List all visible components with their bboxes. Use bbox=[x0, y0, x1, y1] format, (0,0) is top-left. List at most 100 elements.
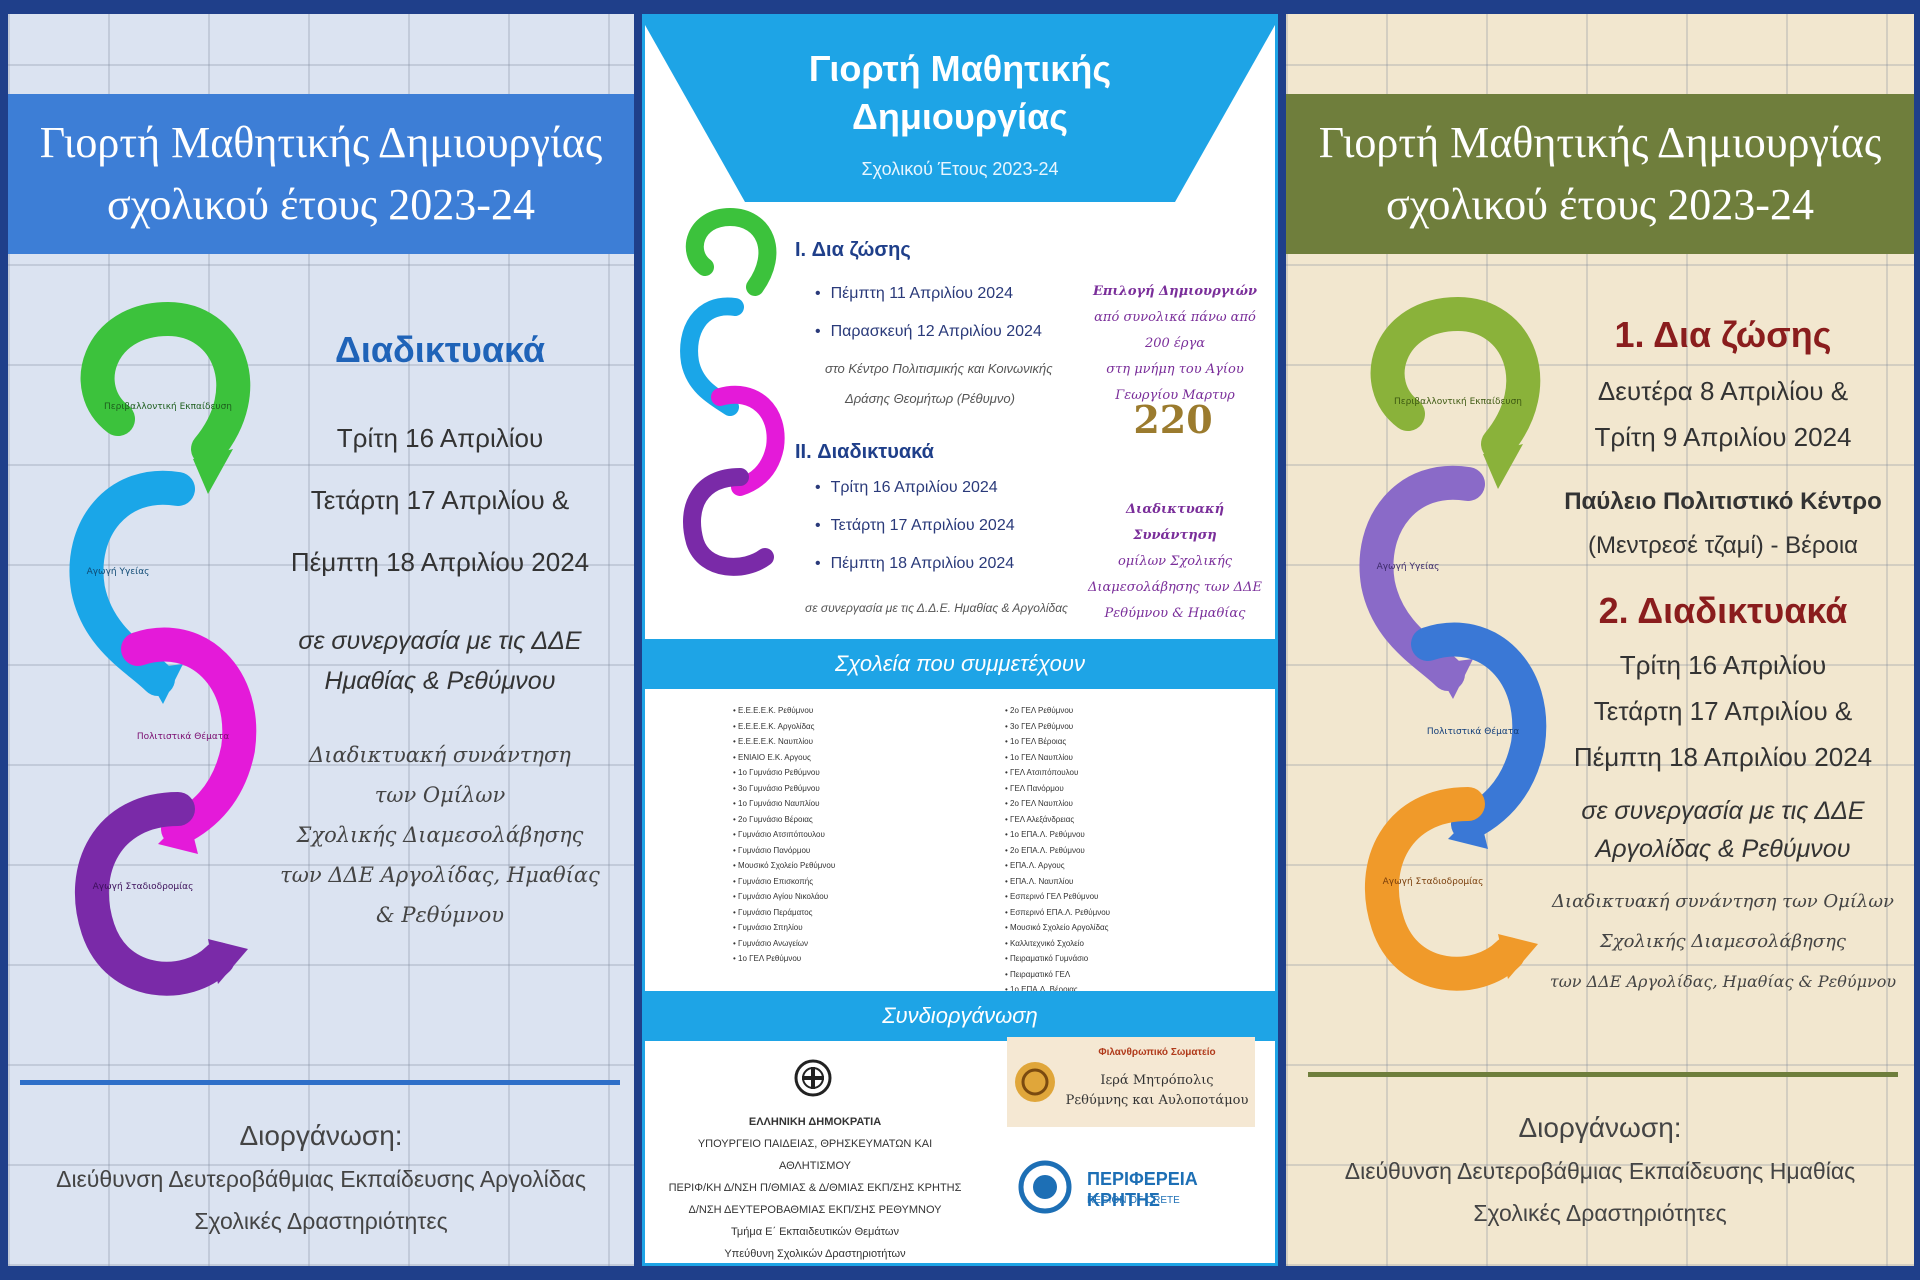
left-title-band: Γιορτή Μαθητικής Δημιουργίας σχολικού έτ… bbox=[8, 94, 634, 254]
left-script-2: των Ομίλων bbox=[374, 783, 506, 807]
school-right-8: ΓΕΛ Αλεξάνδρειας bbox=[1005, 812, 1255, 828]
school-left-11: Μουσικό Σχολείο Ρεθύμνου bbox=[733, 858, 983, 874]
left-date-1: Τρίτη 16 Απριλίου bbox=[336, 423, 544, 453]
school-left-10: Γυμνάσιο Πανόρμου bbox=[733, 843, 983, 859]
left-script-4: των ΔΔΕ Αργολίδας, Ημαθίας bbox=[280, 863, 600, 887]
school-left-13: Γυμνάσιο Αγίου Νικολάου bbox=[733, 889, 983, 905]
school-left-5: 1ο Γυμνάσιο Ρεθύμνου bbox=[733, 765, 983, 781]
logo2-line2: Ρεθύμνης και Αυλοποτάμου bbox=[1065, 1093, 1249, 1108]
mid-side-note1-line3: στη μνήμη του Αγίου bbox=[1106, 362, 1244, 377]
school-left-9: Γυμνάσιο Ατσιπόπουλου bbox=[733, 827, 983, 843]
swirl-label-2: Αγωγή Υγείας bbox=[87, 567, 150, 577]
mid-side-note1-line2: από συνολικά πάνω από 200 έργα bbox=[1094, 310, 1256, 351]
school-right-7: 2ο ΓΕΛ Ναυπλίου bbox=[1005, 796, 1255, 812]
left-title-line1: Γιορτή Μαθητικής Δημιουργίας bbox=[39, 118, 603, 167]
school-right-18: Πειραματικό ΓΕΛ bbox=[1005, 967, 1255, 983]
left-org-line2: Σχολικές Δραστηριότητες bbox=[194, 1208, 448, 1234]
school-right-17: Πειραματικό Γυμνάσιο bbox=[1005, 951, 1255, 967]
mid-side-note1-line1: Επιλογή Δημιουργιών bbox=[1092, 284, 1257, 299]
logo1-line4: Δ/ΝΣΗ ΔΕΥΤΕΡΟΒΑΘΜΙΑΣ ΕΚΠ/ΣΗΣ ΡΕΘΥΜΝΟΥ bbox=[688, 1204, 942, 1216]
right-title-line1: Γιορτή Μαθητικής Δημιουργίας bbox=[1318, 118, 1882, 167]
swirl-label-1: Περιβαλλοντική Εκπαίδευση bbox=[104, 402, 232, 412]
right-org-line1: Διεύθυνση Δευτεροβάθμιας Εκπαίδευσης Ημα… bbox=[1344, 1158, 1856, 1184]
school-right-6: ΓΕΛ Πανόρμου bbox=[1005, 781, 1255, 797]
logo2-line1: Ιερά Μητρόπολις bbox=[1100, 1073, 1214, 1088]
right-sec1-heading: 1. Δια ζώσης bbox=[1614, 314, 1832, 355]
mid-swirl-graphic bbox=[675, 207, 785, 597]
school-left-6: 3ο Γυμνάσιο Ρεθύμνου bbox=[733, 781, 983, 797]
school-left-7: 1ο Γυμνάσιο Ναυπλίου bbox=[733, 796, 983, 812]
left-organizer: Διοργάνωση: Διεύθυνση Δευτεροβάθμιας Εκπ… bbox=[18, 1114, 624, 1242]
mid-sec1-item2: Παρασκευή 12 Απριλίου 2024 bbox=[815, 323, 1042, 341]
school-right-9: 1ο ΕΠΑ.Λ. Ρεθύμνου bbox=[1005, 827, 1255, 843]
logo1-line2: ΥΠΟΥΡΓΕΙΟ ΠΑΙΔΕΙΑΣ, ΘΡΗΣΚΕΥΜΑΤΩΝ ΚΑΙ ΑΘΛ… bbox=[697, 1138, 933, 1172]
mid-header-chevron bbox=[645, 17, 1275, 202]
right-org-line2: Σχολικές Δραστηριότητες bbox=[1473, 1200, 1727, 1226]
mid-schools-left: Ε.Ε.Ε.Ε.Κ. Ρεθύμνου Ε.Ε.Ε.Ε.Κ. Αργολίδας… bbox=[733, 703, 983, 967]
right-title-line2: σχολικού έτους 2023-24 bbox=[1386, 180, 1814, 229]
school-right-10: 2ο ΕΠΑ.Λ. Ρεθύμνου bbox=[1005, 843, 1255, 859]
logo3-title: ΠΕΡΙΦΕΡΕΙΑ ΚΡΗΤΗΣ bbox=[1087, 1169, 1198, 1210]
school-left-12: Γυμνάσιο Επισκοπής bbox=[733, 874, 983, 890]
right-venue-1: Παύλειο Πολιτιστικό Κέντρο bbox=[1564, 488, 1882, 515]
school-right-19: 1ο ΕΠΑ.Λ. Βέροιας bbox=[1005, 982, 1255, 998]
left-content: Διαδικτυακά Τρίτη 16 Απριλίου Τετάρτη 17… bbox=[270, 329, 610, 935]
right-swirl-label-3: Πολιτιστικά Θέματα bbox=[1427, 726, 1519, 737]
mid-side-note1: Επιλογή Δημιουργιών από συνολικά πάνω απ… bbox=[1085, 279, 1265, 409]
mid-sec1-note2: Δράσης Θεομήτωρ (Ρέθυμνο) bbox=[845, 391, 1015, 406]
right-sec2-line2: Τετάρτη 17 Απριλίου & bbox=[1593, 696, 1853, 726]
school-right-12: ΕΠΑ.Λ. Ναυπλίου bbox=[1005, 874, 1255, 890]
school-right-11: ΕΠΑ.Λ. Αργους bbox=[1005, 858, 1255, 874]
left-heading: Διαδικτυακά bbox=[334, 329, 546, 370]
mid-sec2-item2: Τετάρτη 17 Απριλίου 2024 bbox=[815, 517, 1015, 535]
left-script-5: & Ρεθύμνου bbox=[376, 903, 504, 927]
mid-coorg-bar: Συνδιοργάνωση bbox=[645, 991, 1275, 1041]
right-swirl-label-4: Αγωγή Σταδιοδρομίας bbox=[1383, 877, 1484, 887]
mid-schools-right: 2ο ΓΕΛ Ρεθύμνου 3ο ΓΕΛ Ρεθύμνου 1ο ΓΕΛ Β… bbox=[1005, 703, 1255, 998]
swirl-label-3: Πολιτιστικά Θέματα bbox=[137, 731, 229, 742]
left-script-1: Διαδικτυακή συνάντηση bbox=[309, 743, 571, 767]
mid-sec1-item1: Πέμπτη 11 Απριλίου 2024 bbox=[815, 285, 1013, 303]
crete-region-icon bbox=[1015, 1157, 1075, 1217]
right-sec1-line1: Δευτέρα 8 Απριλίου & bbox=[1597, 376, 1849, 406]
left-divider bbox=[20, 1080, 620, 1085]
school-left-15: Γυμνάσιο Σπηλίου bbox=[733, 920, 983, 936]
school-right-1: 2ο ΓΕΛ Ρεθύμνου bbox=[1005, 703, 1255, 719]
left-flyer: Γιορτή Μαθητικής Δημιουργίας σχολικού έτ… bbox=[8, 14, 634, 1266]
left-org-heading: Διοργάνωση: bbox=[239, 1120, 403, 1151]
logo2-title: Φιλανθρωπικό Σωματείο bbox=[1098, 1047, 1216, 1058]
right-swirl-label-2: Αγωγή Υγείας bbox=[1377, 562, 1440, 572]
right-org-heading: Διοργάνωση: bbox=[1518, 1112, 1682, 1143]
school-right-13: Εσπερινό ΓΕΛ Ρεθύμνου bbox=[1005, 889, 1255, 905]
right-organizer: Διοργάνωση: Διεύθυνση Δευτεροβάθμιας Εκπ… bbox=[1290, 1106, 1910, 1234]
logo1-line3: ΠΕΡΙΦ/ΚΗ Δ/ΝΣΗ Π/ΘΜΙΑΣ & Δ/ΘΜΙΑΣ ΕΚΠ/ΣΗΣ… bbox=[668, 1182, 962, 1194]
school-left-1: Ε.Ε.Ε.Ε.Κ. Ρεθύμνου bbox=[733, 703, 983, 719]
school-left-16: Γυμνάσιο Ανωγείων bbox=[733, 936, 983, 952]
school-right-4: 1ο ΓΕΛ Ναυπλίου bbox=[1005, 750, 1255, 766]
left-date-3: Πέμπτη 18 Απριλίου 2024 bbox=[290, 547, 590, 577]
logo1-line6: Υπεύθυνη Σχολικών Δραστηριοτήτων bbox=[724, 1248, 906, 1260]
logo3-subtitle: REGION OF CRETE bbox=[1087, 1195, 1180, 1206]
mid-sec2-note: σε συνεργασία με τις Δ.Δ.Ε. Ημαθίας & Αρ… bbox=[805, 601, 1068, 615]
right-divider bbox=[1308, 1072, 1898, 1077]
right-sec1-line2: Τρίτη 9 Απριλίου 2024 bbox=[1594, 422, 1852, 452]
right-script-3: των ΔΔΕ Αργολίδας, Ημαθίας & Ρεθύμνου bbox=[1549, 972, 1897, 991]
right-flyer: Γιορτή Μαθητικής Δημιουργίας σχολικού έτ… bbox=[1286, 14, 1914, 1266]
school-right-14: Εσπερινό ΕΠΑ.Λ. Ρεθύμνου bbox=[1005, 905, 1255, 921]
mid-sec2-heading: II. Διαδικτυακά bbox=[795, 441, 934, 463]
right-sec2-line3: Πέμπτη 18 Απριλίου 2024 bbox=[1573, 742, 1873, 772]
right-swirl-label-1: Περιβαλλοντική Εκπαίδευση bbox=[1394, 397, 1522, 407]
mid-subtitle: Σχολικού Έτους 2023-24 bbox=[861, 159, 1059, 179]
mid-side-note2-line1: Διαδικτυακή Συνάντηση bbox=[1125, 502, 1225, 543]
logo2-text: Ιερά Μητρόπολις Ρεθύμνης και Αυλοποτάμου bbox=[1063, 1071, 1251, 1111]
mid-anniversary-badge: 220 bbox=[1133, 397, 1213, 442]
right-title-band: Γιορτή Μαθητικής Δημιουργίας σχολικού έτ… bbox=[1286, 94, 1914, 254]
right-content: 1. Δια ζώσης Δευτέρα 8 Απριλίου & Τρίτη … bbox=[1548, 314, 1898, 1002]
right-coop-2: Αργολίδας & Ρεθύμνου bbox=[1595, 835, 1851, 863]
right-coop-1: σε συνεργασία με τις ΔΔΕ bbox=[1581, 797, 1865, 825]
left-date-2: Τετάρτη 17 Απριλίου & bbox=[310, 485, 570, 515]
mid-sec1-note1: στο Κέντρο Πολιτισμικής και Κοινωνικής bbox=[825, 361, 1053, 376]
school-right-3: 1ο ΓΕΛ Βέροιας bbox=[1005, 734, 1255, 750]
right-sec2-heading: 2. Διαδικτυακά bbox=[1598, 590, 1848, 631]
metropolis-seal-icon bbox=[1015, 1062, 1055, 1102]
